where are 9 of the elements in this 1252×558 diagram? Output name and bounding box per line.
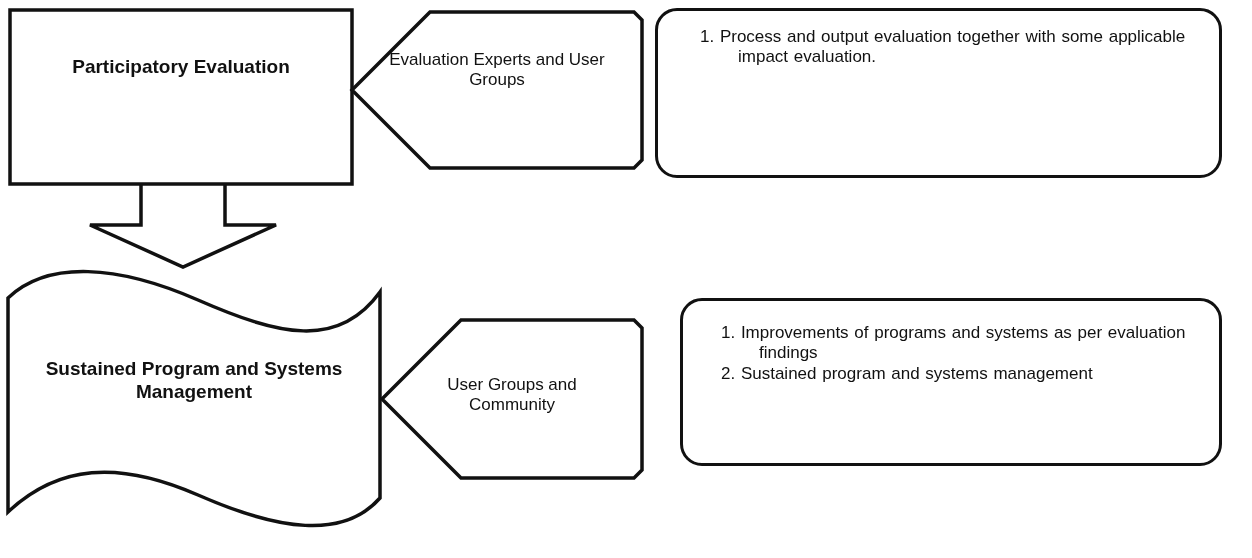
rounded-text-box [655,8,1222,178]
list-item: 1. Improvements of programs and systems as per evaluation findings [721,323,1187,364]
node-label: User Groups and Community [446,374,578,416]
node-label: Sustained Program and Systems Management [44,358,344,404]
list-item: 1. Process and output evaluation together with some applicable impact evaluation. [700,27,1187,68]
node-label: Evaluation Experts and User Groups [388,49,606,91]
node-label: Participatory Evaluation [72,55,290,79]
list-item: 2. Sustained program and systems management [721,363,1094,385]
rounded-text-box [680,298,1222,466]
